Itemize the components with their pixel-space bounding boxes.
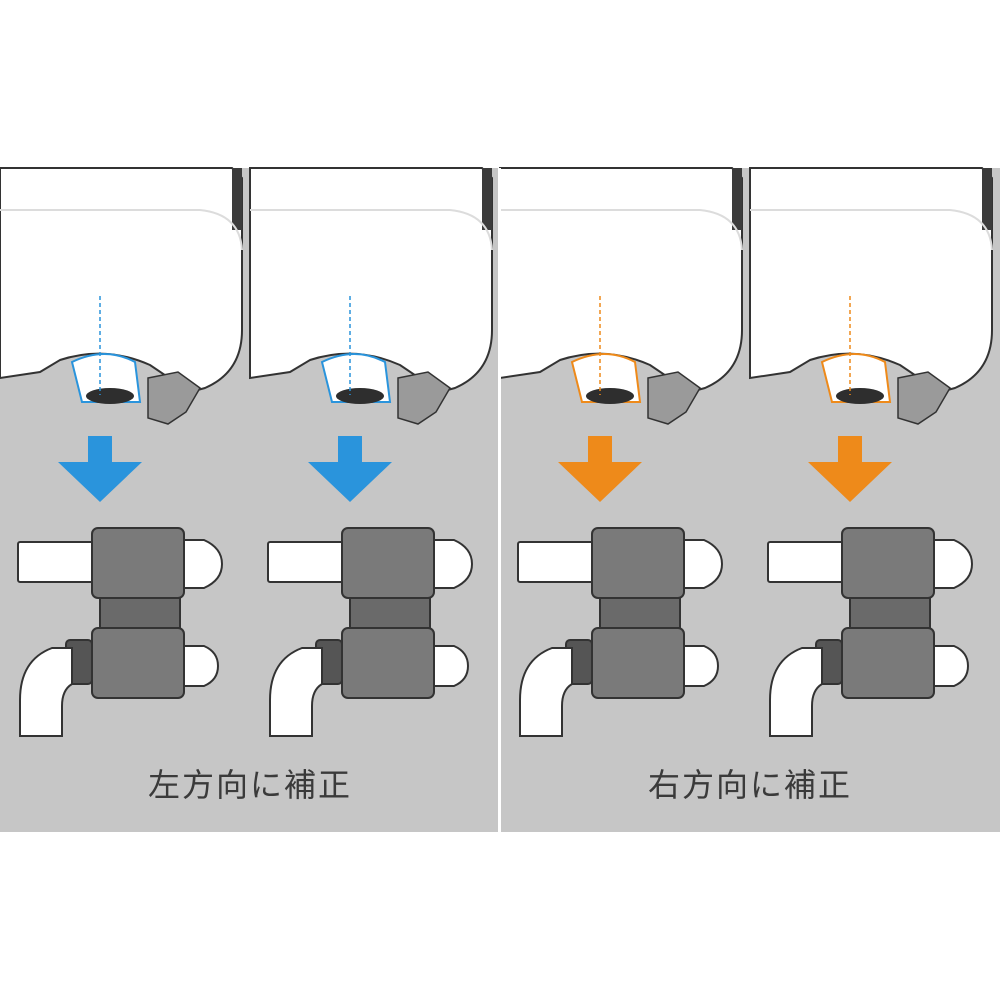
basin-rim xyxy=(0,209,243,251)
valve-joint xyxy=(349,597,431,629)
spout-hole xyxy=(586,388,634,404)
group-divider xyxy=(498,168,501,832)
valve-joint xyxy=(99,597,181,629)
basin-bracket xyxy=(397,371,451,425)
lower-cap xyxy=(683,645,720,687)
valve-body-upper xyxy=(91,527,185,599)
valve-body-lower xyxy=(841,627,935,699)
upper-cap xyxy=(683,539,724,589)
basin-bracket xyxy=(897,371,951,425)
down-arrow xyxy=(808,436,892,502)
basin-bracket xyxy=(647,371,701,425)
upper-cap xyxy=(183,539,224,589)
upper-pipe xyxy=(17,541,99,583)
spout-hole xyxy=(86,388,134,404)
valve-joint xyxy=(599,597,681,629)
basin-edge xyxy=(982,168,992,230)
lower-pipe xyxy=(19,647,73,737)
panel-3 xyxy=(749,167,993,737)
valve-body-upper xyxy=(591,527,685,599)
basin-edge xyxy=(732,168,742,230)
upper-cap xyxy=(433,539,474,589)
lower-cap xyxy=(183,645,220,687)
upper-pipe xyxy=(517,541,599,583)
valve-body-lower xyxy=(591,627,685,699)
spout-hole xyxy=(836,388,884,404)
basin-rim xyxy=(500,209,743,251)
down-arrow xyxy=(58,436,142,502)
lower-pipe xyxy=(769,647,823,737)
valve-body-upper xyxy=(841,527,935,599)
basin-edge xyxy=(232,168,242,230)
upper-cap xyxy=(933,539,974,589)
panel-2 xyxy=(499,167,743,737)
down-arrow xyxy=(558,436,642,502)
lower-cap xyxy=(433,645,470,687)
basin-edge xyxy=(482,168,492,230)
upper-pipe xyxy=(767,541,849,583)
panel-1 xyxy=(249,167,493,737)
caption-left-correction: 左方向に補正 xyxy=(147,766,352,804)
valve-body-lower xyxy=(341,627,435,699)
valve-body-lower xyxy=(91,627,185,699)
basin-bracket xyxy=(147,371,201,425)
caption-right-correction: 右方向に補正 xyxy=(647,766,852,804)
basin-rim xyxy=(250,209,493,251)
valve-body-upper xyxy=(341,527,435,599)
lower-pipe xyxy=(519,647,573,737)
lower-pipe xyxy=(269,647,323,737)
panel-0 xyxy=(0,167,243,737)
basin-rim xyxy=(750,209,993,251)
spout-hole xyxy=(336,388,384,404)
valve-joint xyxy=(849,597,931,629)
upper-pipe xyxy=(267,541,349,583)
down-arrow xyxy=(308,436,392,502)
lower-cap xyxy=(933,645,970,687)
